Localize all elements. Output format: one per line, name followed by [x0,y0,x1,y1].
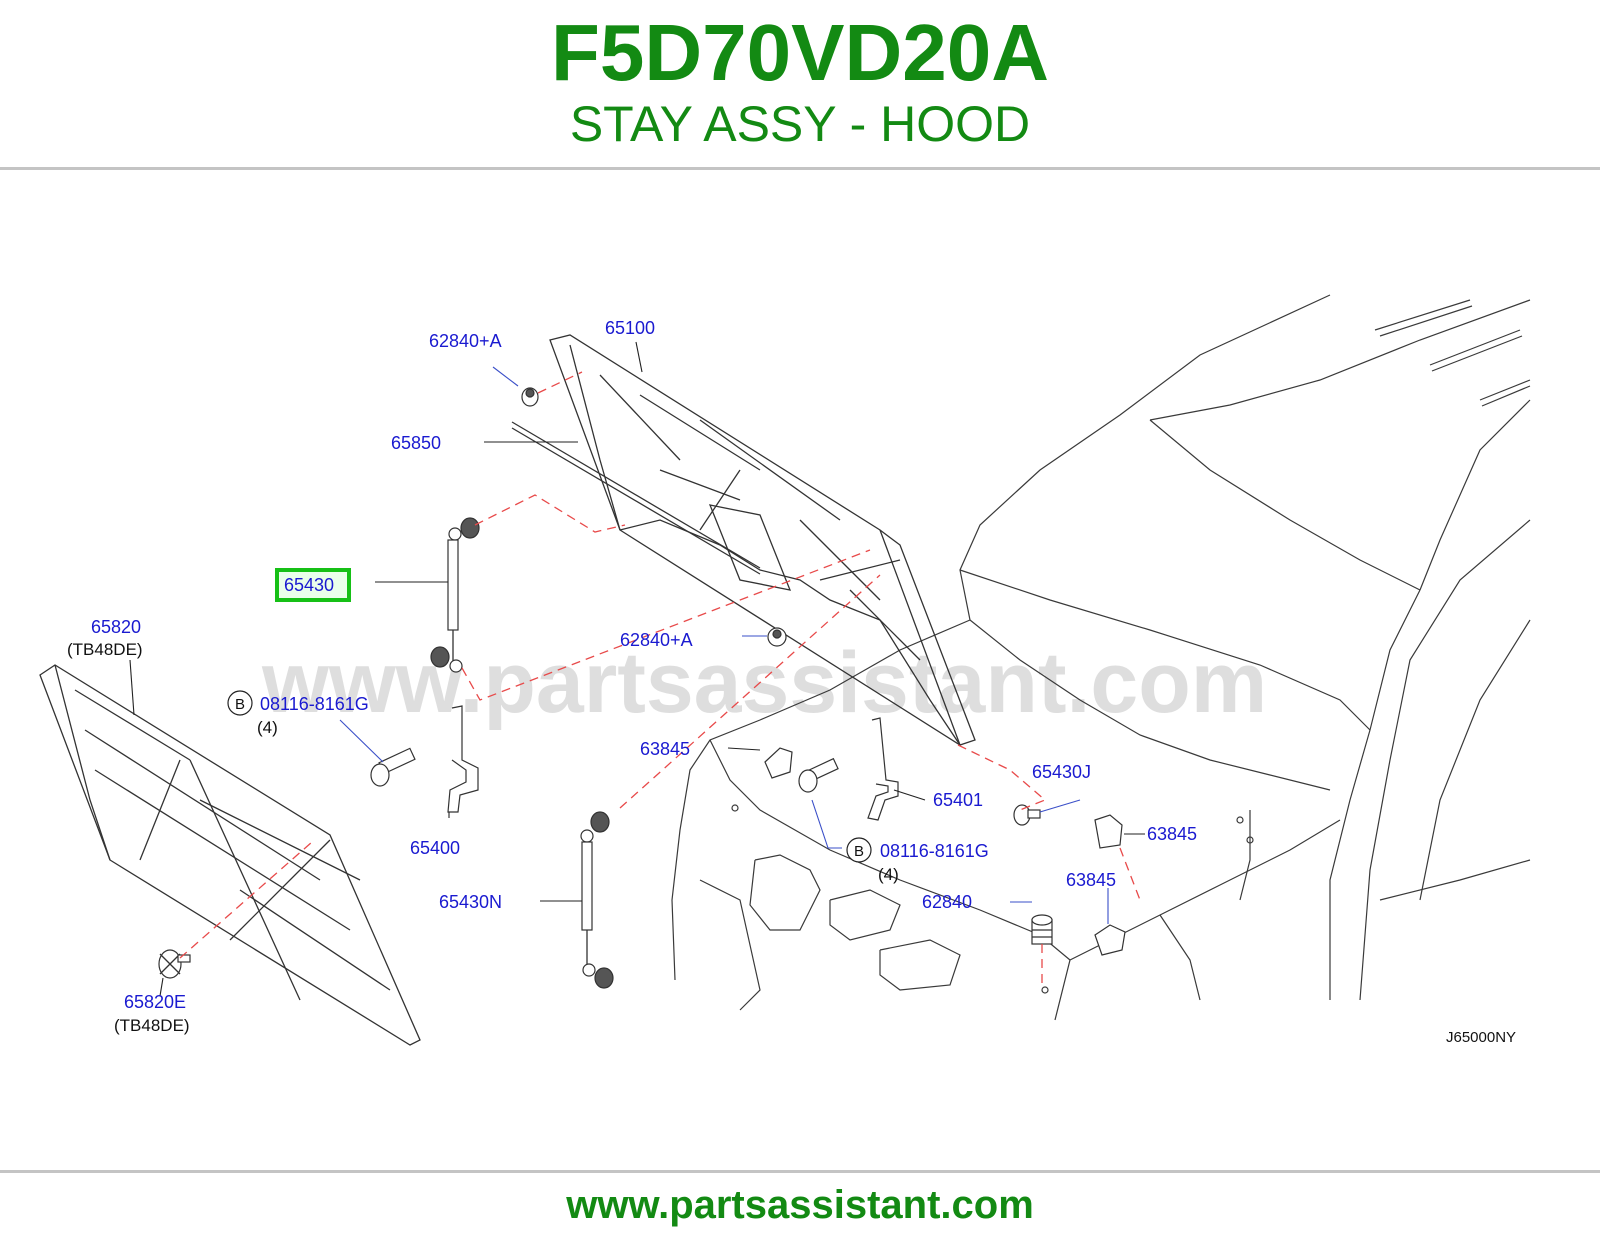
callout-65850[interactable]: 65850 [391,433,441,453]
bolt-08116-2 [798,757,839,793]
callout-65430n[interactable]: 65430N [439,892,502,912]
part-number-title: F5D70VD20A [550,8,1049,97]
highlight-box-65430 [275,568,351,602]
stopper-63845-left [764,747,793,779]
callout-65401[interactable]: 65401 [933,790,983,810]
clip-65820e [158,949,191,979]
callout-65820e-engine: (TB48DE) [114,1016,190,1035]
b-marker-circle-2 [846,837,872,863]
footer-website-link[interactable]: www.partsassistant.com [566,1183,1034,1227]
assembly-lines [179,371,1141,985]
bumper-62840 [1031,914,1053,945]
diagram-reference-code: J65000NY [1446,1029,1516,1046]
stay-bracket-65400 [447,705,479,813]
callout-08116-8161g-1[interactable]: 08116-8161G [260,694,369,714]
callout-62840a-mid[interactable]: 62840+A [620,630,693,650]
callout-65430[interactable]: 65430 [284,575,334,595]
b-marker-1: B [235,696,245,713]
stay-bracket-65401 [867,717,899,821]
callout-65820e[interactable]: 65820E [124,992,186,1012]
callout-62840a-top[interactable]: 62840+A [429,331,502,351]
callout-63845-right[interactable]: 63845 [1147,824,1197,844]
callout-63845-left[interactable]: 63845 [640,739,690,759]
callout-63845-low[interactable]: 63845 [1066,870,1116,890]
callout-08116-qty-1: (4) [257,718,278,737]
watermark-text: www.partsassistant.com [261,635,1267,731]
page-header: F5D70VD20A STAY ASSY - HOOD [0,0,1600,168]
callout-65820-engine: (TB48DE) [67,640,143,659]
latch-striker-65430j [1013,804,1041,826]
vehicle-outline [671,294,1531,1021]
hood-stay-65430n [580,811,614,989]
callout-62840[interactable]: 62840 [922,892,972,912]
stopper-63845-right [1094,814,1123,849]
hood-stay-65430 [430,517,480,673]
b-marker-2: B [854,843,864,860]
callout-65820[interactable]: 65820 [91,617,141,637]
hood-panel-65100 [549,334,976,746]
callout-65430j[interactable]: 65430J [1032,762,1091,782]
stopper-63845-low [1094,924,1126,956]
leader-lines [129,341,1145,997]
part-name-subtitle: STAY ASSY - HOOD [569,96,1031,152]
hood-seal-65850 [511,421,761,575]
footer-divider [0,1170,1600,1173]
bolt-08116-1 [370,747,416,787]
callout-65100[interactable]: 65100 [605,318,655,338]
callout-08116-8161g-2[interactable]: 08116-8161G [880,841,989,861]
bumper-62840a-mid [767,627,787,647]
callout-08116-qty-2: (4) [878,865,899,884]
callout-65400[interactable]: 65400 [410,838,460,858]
b-marker-circle-1 [227,690,253,716]
header-divider [0,167,1600,170]
bumper-62840a-top [521,387,539,407]
parts-diagram: www.partsassistant.com [39,294,1531,1046]
hood-insulator-65820 [39,664,421,1046]
